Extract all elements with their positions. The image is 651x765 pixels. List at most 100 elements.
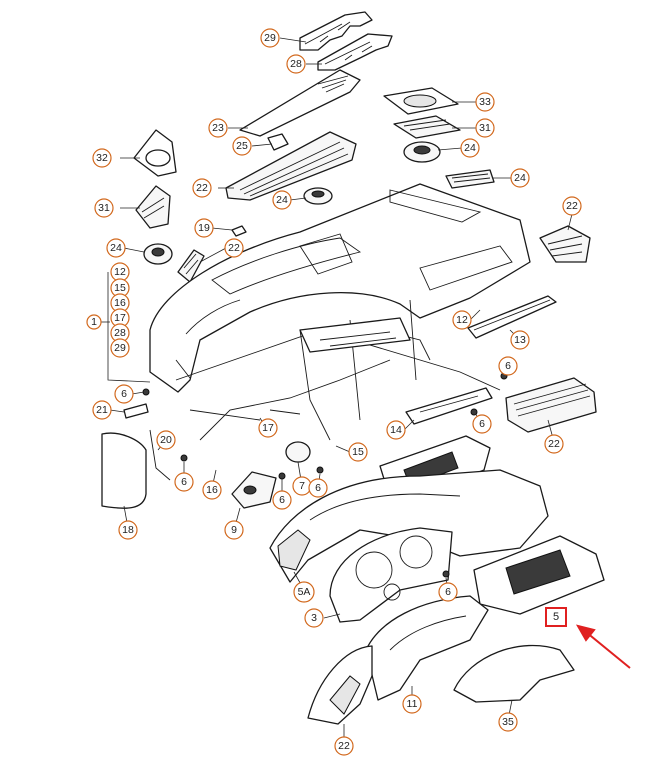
- svg-text:22: 22: [228, 242, 240, 254]
- svg-text:5A: 5A: [298, 586, 311, 598]
- callout-25: 25: [232, 136, 252, 156]
- part-18-side-panel: [101, 432, 147, 509]
- svg-text:16: 16: [114, 297, 126, 309]
- svg-text:33: 33: [479, 96, 491, 108]
- callout-23: 23: [208, 118, 228, 138]
- callout-14: 14: [386, 420, 406, 440]
- part-1-dashboard-body: [149, 183, 531, 393]
- callout-24-speaker-right: 24: [460, 138, 480, 158]
- callout-29-list: 29: [110, 338, 130, 358]
- part-25-clip: [267, 133, 289, 151]
- svg-text:31: 31: [98, 202, 110, 214]
- svg-text:16: 16: [206, 484, 218, 496]
- svg-text:23: 23: [212, 122, 224, 134]
- svg-text:7: 7: [299, 480, 305, 492]
- part-24-speaker-right: [403, 141, 441, 163]
- part-31-speaker-grille-right: [393, 115, 461, 139]
- callout-24-vent-right: 24: [510, 168, 530, 188]
- svg-text:6: 6: [181, 476, 187, 488]
- svg-text:13: 13: [514, 334, 526, 346]
- callout-1: 1: [86, 314, 102, 330]
- svg-text:24: 24: [464, 142, 476, 154]
- svg-text:6: 6: [505, 360, 511, 372]
- part-29-bracket-top: [299, 11, 373, 51]
- part-13-trim-strip: [467, 295, 557, 339]
- callout-18: 18: [118, 520, 138, 540]
- callout-31-right: 31: [475, 118, 495, 138]
- callout-17-mid: 17: [258, 418, 278, 438]
- svg-text:17: 17: [114, 312, 126, 324]
- callout-15-list: 15: [110, 278, 130, 298]
- callout-24-left: 24: [106, 238, 126, 258]
- callout-15-mid: 15: [348, 442, 368, 462]
- svg-text:6: 6: [479, 418, 485, 430]
- svg-text:9: 9: [231, 524, 237, 536]
- svg-text:29: 29: [264, 32, 276, 44]
- part-33-speaker-cover: [383, 87, 459, 115]
- part-24-speaker-center: [303, 187, 333, 205]
- svg-text:19: 19: [198, 222, 210, 234]
- callout-9: 9: [224, 520, 244, 540]
- svg-text:29: 29: [114, 342, 126, 354]
- svg-text:17: 17: [262, 422, 274, 434]
- callout-7: 7: [292, 476, 312, 496]
- svg-text:15: 15: [352, 446, 364, 458]
- callout-6-lower-mid: 6: [272, 490, 292, 510]
- svg-text:3: 3: [311, 612, 317, 624]
- highlight-arrow: [575, 624, 631, 669]
- svg-text:20: 20: [160, 434, 172, 446]
- part-7-actuator: [285, 441, 311, 463]
- callout-11: 11: [402, 694, 422, 714]
- part-23-defrost-cover: [239, 69, 361, 137]
- svg-text:24: 24: [514, 172, 526, 184]
- part-32-corner-cap: [133, 129, 177, 177]
- part-28-bracket: [317, 33, 393, 71]
- callout-22-bottom: 22: [334, 736, 354, 756]
- callout-6-right-mid: 6: [472, 414, 492, 434]
- part-22-vent-right-upper: [539, 225, 591, 263]
- part-21-bar: [123, 403, 149, 419]
- svg-text:22: 22: [196, 182, 208, 194]
- svg-text:6: 6: [445, 586, 451, 598]
- svg-text:22: 22: [338, 740, 350, 752]
- callout-29-top: 29: [260, 28, 280, 48]
- callout-6-right-top: 6: [498, 356, 518, 376]
- callout-6-lower-mid-2: 6: [308, 478, 328, 498]
- callout-3: 3: [304, 608, 324, 628]
- part-11-lower-trim: [365, 595, 489, 701]
- svg-text:31: 31: [479, 122, 491, 134]
- callout-16-mid: 16: [202, 480, 222, 500]
- svg-text:24: 24: [110, 242, 122, 254]
- svg-text:25: 25: [236, 140, 248, 152]
- part-24-speaker-left: [143, 243, 173, 265]
- callout-22-vent-mid: 22: [544, 434, 564, 454]
- callout-24-center: 24: [272, 190, 292, 210]
- callout-35: 35: [498, 712, 518, 732]
- callout-22-mid: 22: [224, 238, 244, 258]
- callout-5-highlighted: 5: [545, 607, 567, 627]
- part-24-vent-right: [445, 169, 495, 189]
- callout-20: 20: [156, 430, 176, 450]
- svg-text:28: 28: [290, 58, 302, 70]
- callout-6-lower-left: 6: [174, 472, 194, 492]
- svg-text:6: 6: [121, 388, 127, 400]
- fasteners: [142, 372, 508, 578]
- callout-33: 33: [475, 92, 495, 112]
- svg-text:12: 12: [114, 266, 126, 278]
- svg-text:35: 35: [502, 716, 514, 728]
- part-9-harness: [231, 471, 277, 509]
- svg-text:28: 28: [114, 327, 126, 339]
- callout-31-left: 31: [94, 198, 114, 218]
- part-14-bracket: [405, 387, 493, 425]
- part-19-tag: [231, 225, 247, 237]
- part-3-instrument-cluster: [329, 527, 453, 623]
- part-22-vent-right-mid: [505, 377, 597, 433]
- part-31-grille-left: [135, 185, 171, 229]
- callout-19: 19: [194, 218, 214, 238]
- callout-12-right: 12: [452, 310, 472, 330]
- callout-22-top: 22: [192, 178, 212, 198]
- callout-6-cluster: 6: [438, 582, 458, 602]
- part-5a-cluster-housing: [269, 469, 549, 583]
- part-crossbeam: [175, 299, 501, 441]
- part-22-vent-lower-left: [307, 645, 373, 725]
